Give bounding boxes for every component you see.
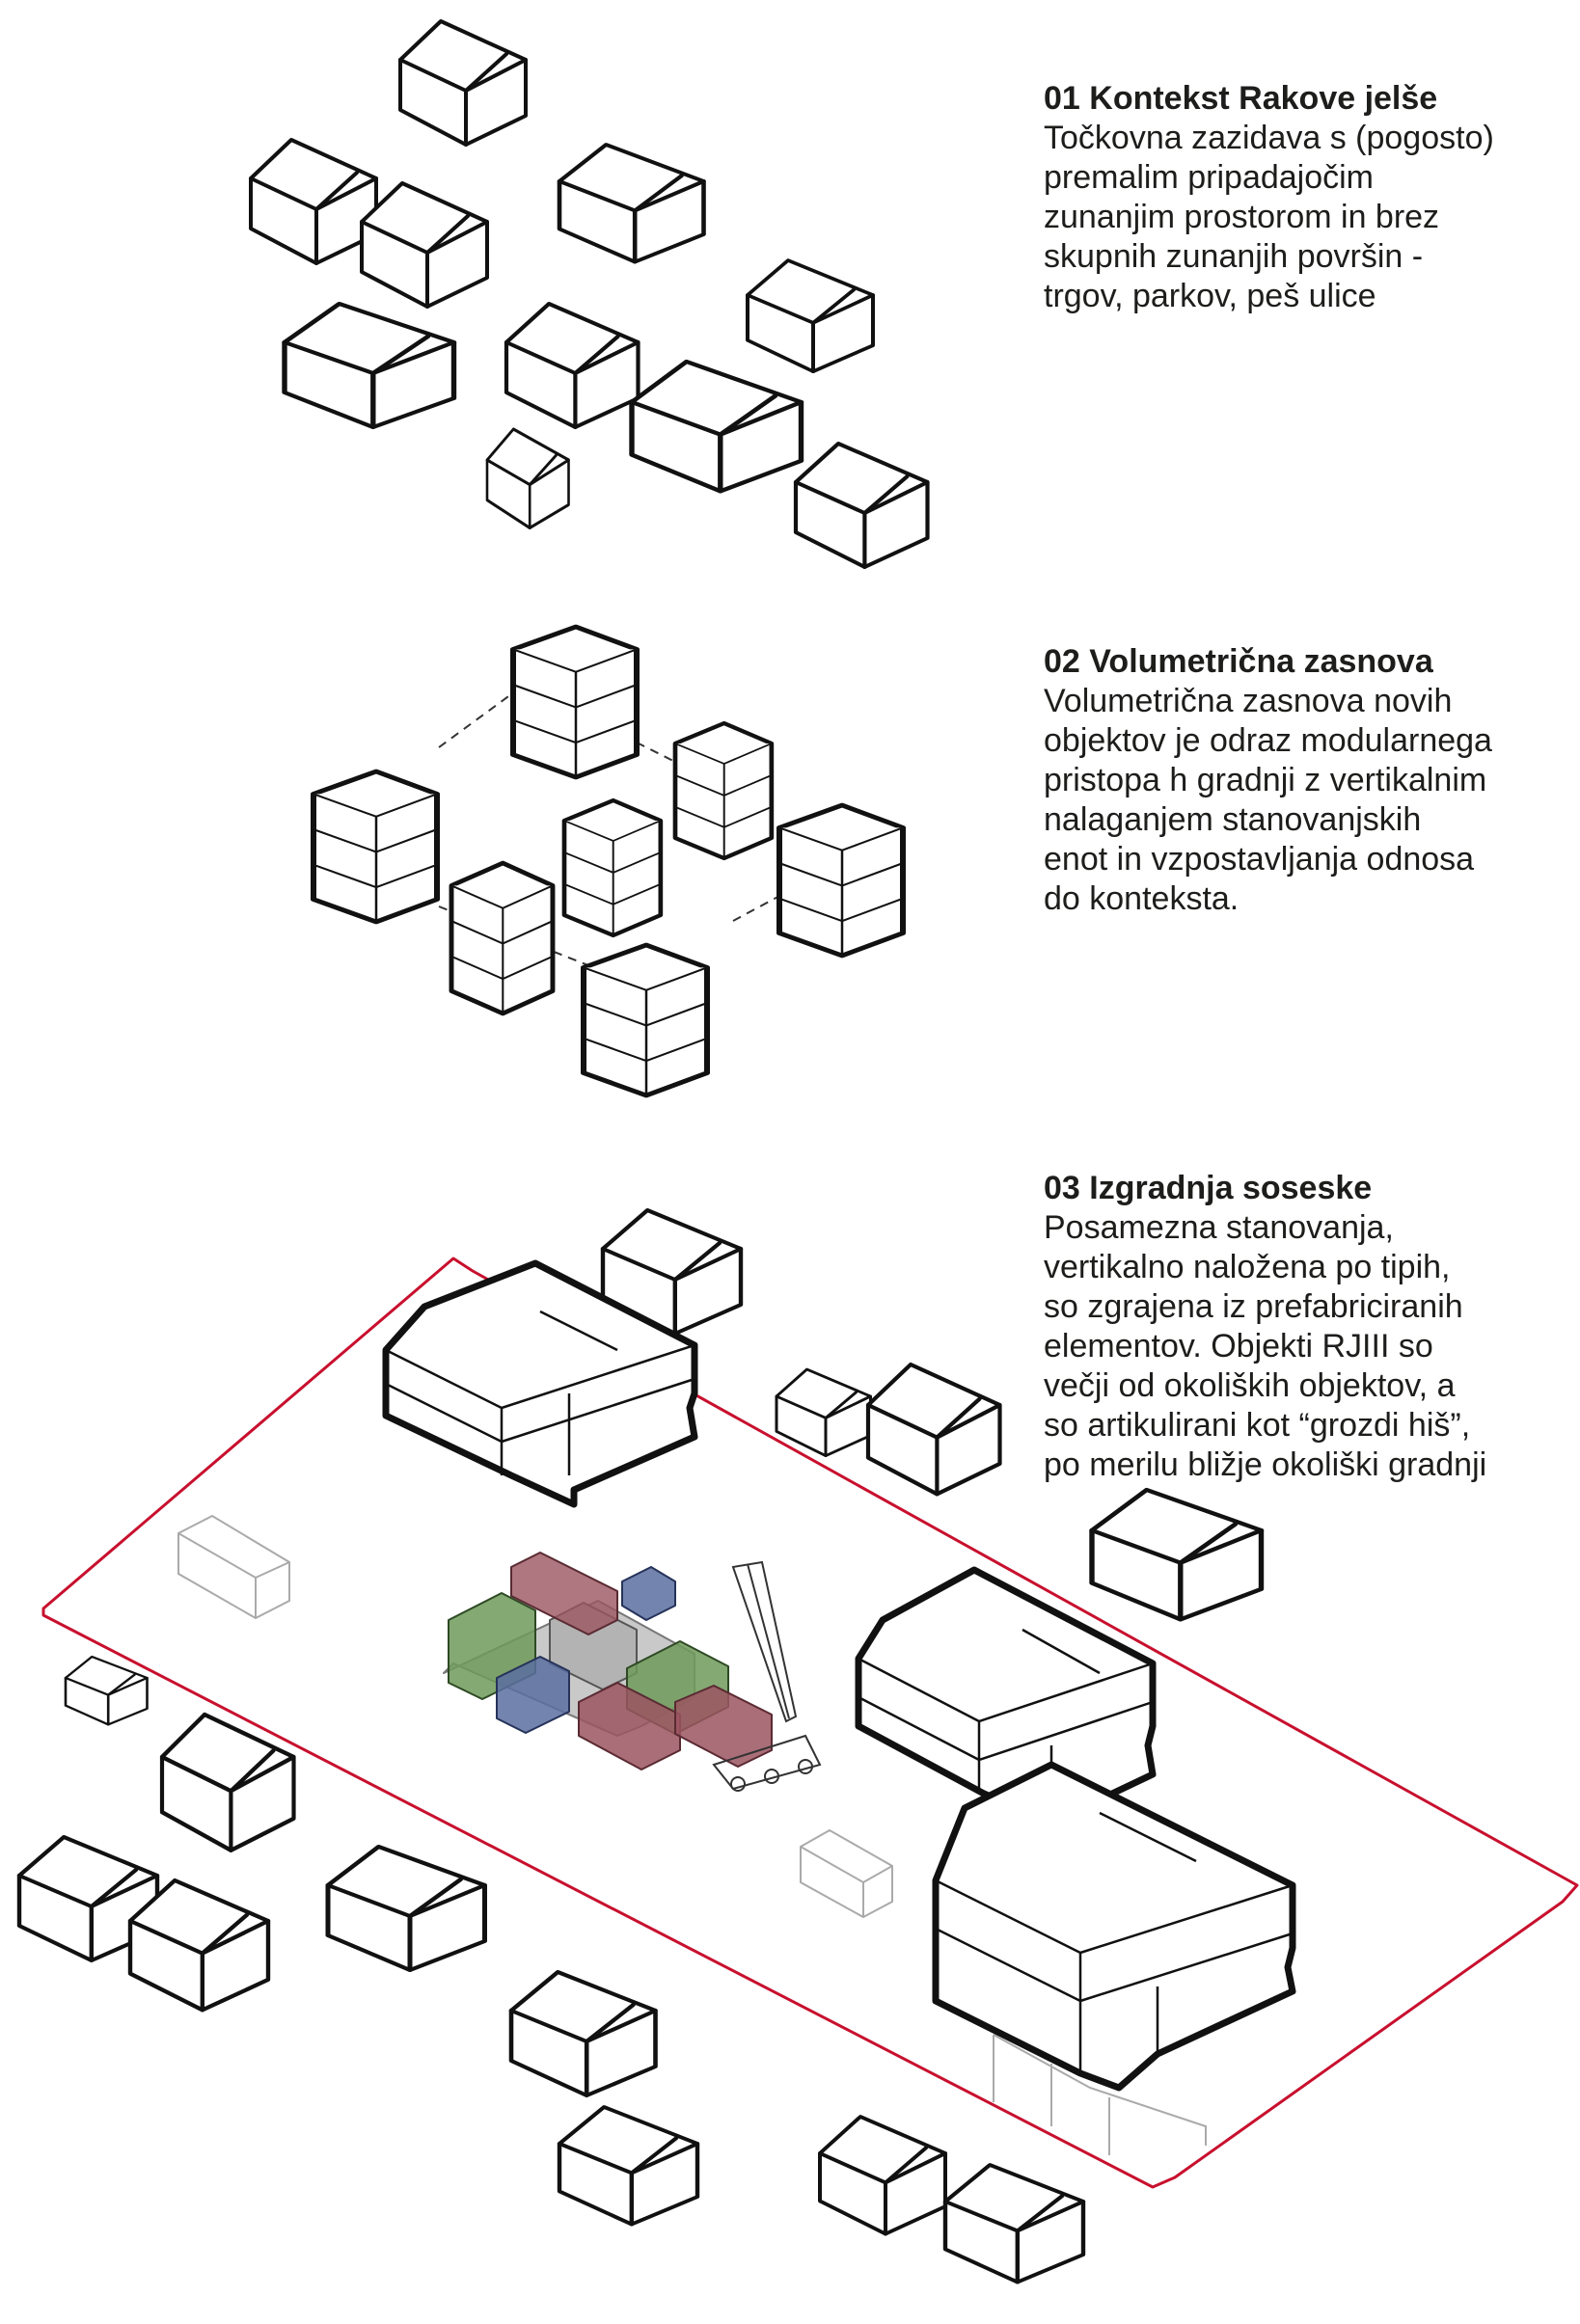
- context-houses-group: [249, 19, 928, 567]
- context-house: [632, 362, 802, 491]
- volume-box: [313, 771, 437, 922]
- volume-box: [564, 800, 661, 935]
- context-house: [506, 304, 639, 427]
- neighbourhood-diagram: [19, 1210, 1579, 2283]
- volume-box: [451, 863, 553, 1013]
- caption-volumetric: 02 Volumetrična zasnova Volumetrična zas…: [1044, 642, 1565, 919]
- context-house: [796, 444, 928, 567]
- prefab-modules: [443, 1552, 773, 1770]
- volume-box: [675, 723, 772, 858]
- volume-box: [584, 945, 707, 1095]
- context-house: [559, 145, 704, 262]
- context-house: [64, 1655, 149, 1726]
- context-house: [1092, 1490, 1262, 1619]
- context-house: [775, 1367, 872, 1458]
- module-blue: [621, 1566, 676, 1621]
- context-house: [485, 427, 571, 530]
- module-red: [510, 1552, 618, 1635]
- ghost-volume: [993, 2034, 1207, 2155]
- context-house: [818, 2115, 947, 2236]
- ghost-volume: [177, 1514, 290, 1620]
- caption-context: 01 Kontekst Rakove jelše Točkovna zazida…: [1044, 79, 1565, 316]
- context-house: [328, 1847, 485, 1970]
- volume-box: [513, 627, 637, 777]
- context-house: [868, 1365, 1000, 1494]
- module-blue: [496, 1656, 570, 1734]
- context-house: [398, 19, 528, 147]
- crane: [712, 1560, 822, 1792]
- volume-box: [779, 805, 903, 956]
- residential-cluster: [855, 1566, 1157, 1826]
- caption-title: 02 Volumetrična zasnova: [1044, 643, 1433, 680]
- context-house: [511, 1972, 656, 2095]
- caption-body: Posamezna stanovanja, vertikalno naložen…: [1044, 1209, 1487, 1483]
- site-boundary: [41, 1257, 1579, 2189]
- volumetric-diagram: [313, 627, 903, 1095]
- context-house: [249, 138, 378, 265]
- context-house: [285, 304, 454, 427]
- caption-title: 01 Kontekst Rakove jelše: [1044, 80, 1438, 117]
- caption-construction: 03 Izgradnja soseske Posamezna stanovanj…: [1044, 1169, 1565, 1485]
- module-red: [674, 1685, 773, 1768]
- module-red: [578, 1682, 681, 1770]
- context-house: [746, 258, 875, 374]
- context-house: [360, 181, 489, 309]
- caption-body: Točkovna zazidava s (pogosto) premalim p…: [1044, 120, 1494, 314]
- context-house: [559, 2107, 697, 2225]
- ghost-volume: [800, 1828, 893, 1919]
- residential-cluster: [382, 1259, 698, 1508]
- residential-cluster: [932, 1761, 1296, 2092]
- caption-title: 03 Izgradnja soseske: [1044, 1170, 1373, 1206]
- context-house: [945, 2165, 1083, 2283]
- context-house: [130, 1880, 268, 2010]
- caption-body: Volumetrična zasnova novih objektov je o…: [1044, 683, 1492, 917]
